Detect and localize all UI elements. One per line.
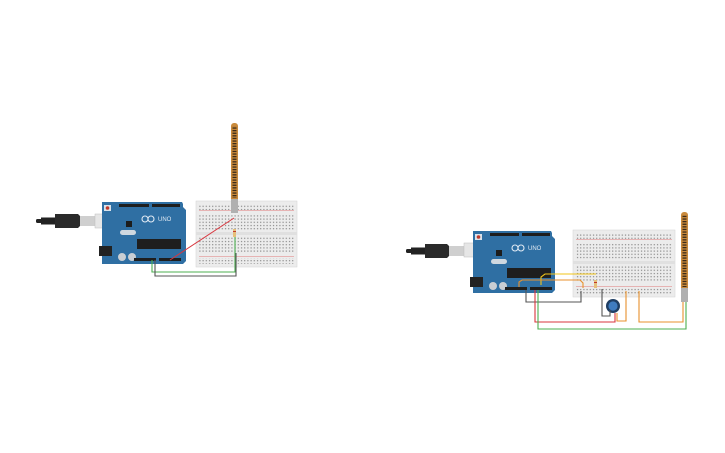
black-wire-2[interactable] — [601, 289, 611, 317]
crystal — [120, 230, 136, 235]
breadboard[interactable] — [195, 200, 298, 268]
green-wire-2[interactable] — [537, 290, 687, 330]
flex-sensor[interactable] — [231, 123, 238, 213]
board-label-2: UNO — [528, 246, 542, 252]
digital-header-2 — [152, 204, 180, 207]
chip-small-2 — [496, 250, 502, 256]
power-header — [134, 258, 156, 261]
circuit-2: UNO — [406, 212, 688, 330]
power-jack-2 — [470, 277, 483, 287]
resistor-band — [233, 231, 236, 232]
breadboard-2[interactable] — [572, 229, 676, 298]
orange-wire-1[interactable] — [518, 279, 584, 288]
red-wire[interactable] — [169, 217, 235, 261]
arduino-logo-icon-2 — [511, 244, 525, 252]
digital-header-1-2 — [490, 233, 519, 236]
orange-wire-2[interactable] — [616, 291, 627, 322]
capacitor-1-2 — [489, 282, 497, 290]
orange-wire-3[interactable] — [638, 291, 684, 323]
power-header-2 — [505, 287, 527, 290]
black-wire-1[interactable] — [525, 290, 582, 303]
reset-button-cap — [105, 206, 110, 210]
digital-header-2-2 — [522, 233, 550, 236]
arduino-uno-board[interactable]: UNO — [99, 202, 186, 264]
usb-cable-2[interactable] — [406, 242, 481, 258]
crystal-2 — [491, 259, 507, 264]
resistor-band-2 — [594, 282, 597, 283]
atmega-chip — [137, 239, 181, 249]
analog-header-2 — [530, 287, 552, 290]
green-wire[interactable] — [151, 237, 236, 273]
potentiometer[interactable] — [606, 299, 620, 313]
resistor[interactable] — [233, 229, 236, 237]
reset-button-cap-2 — [476, 235, 481, 239]
yellow-wire[interactable] — [540, 273, 596, 285]
chip-small — [126, 221, 132, 227]
usb-cable[interactable] — [36, 213, 112, 229]
board-label: UNO — [158, 217, 172, 223]
power-jack — [99, 246, 112, 256]
arduino-uno-board-2[interactable]: UNO — [470, 231, 555, 293]
black-wire[interactable] — [154, 253, 237, 277]
capacitor-1 — [118, 253, 126, 261]
resistor-2[interactable] — [594, 280, 597, 288]
circuit-1: UNO — [36, 123, 298, 277]
flex-sensor-2[interactable] — [681, 212, 688, 302]
atmega-chip-2 — [507, 268, 551, 278]
arduino-logo-icon — [141, 215, 155, 223]
digital-header-1 — [119, 204, 149, 207]
red-wire-2[interactable] — [534, 290, 616, 323]
